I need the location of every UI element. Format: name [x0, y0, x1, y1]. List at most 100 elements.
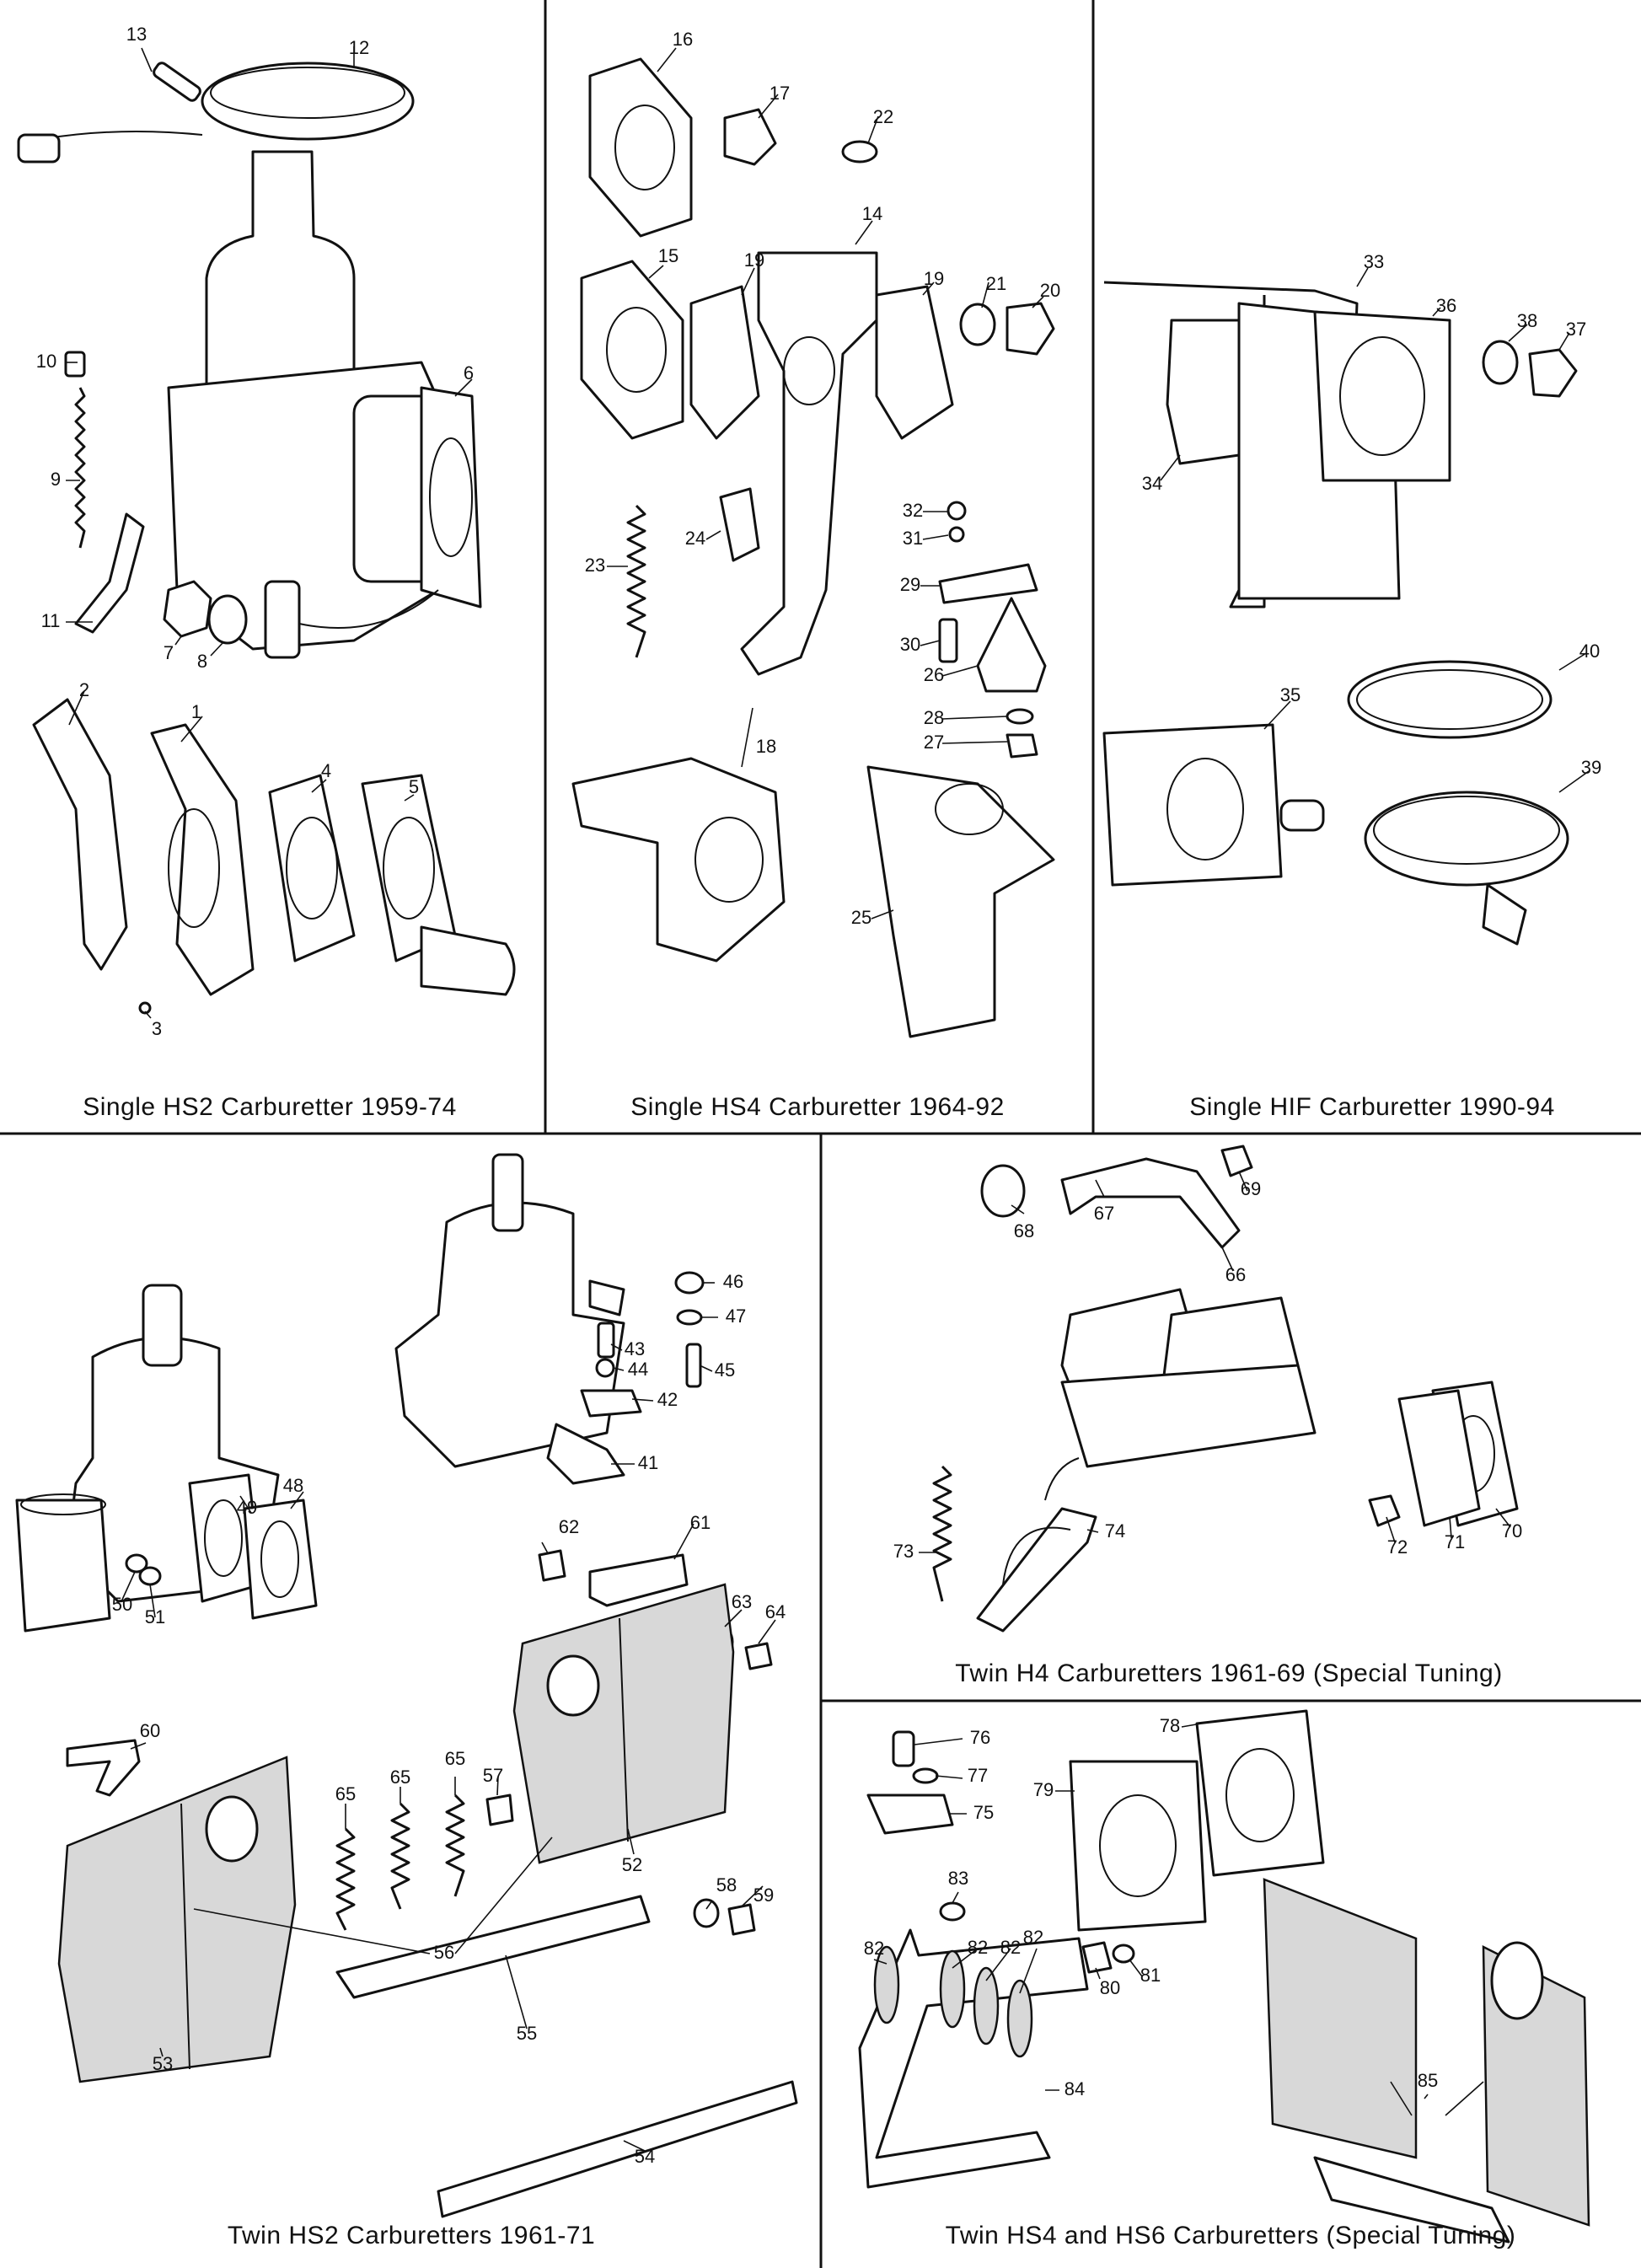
- callout-24: 24: [685, 528, 705, 549]
- caption-single-hs2: Single HS2 Carburetter 1959-74: [83, 1093, 457, 1121]
- callout-1: 1: [191, 701, 201, 722]
- callout-60: 60: [140, 1720, 160, 1741]
- callout-15: 15: [658, 245, 678, 266]
- callout-12: 12: [349, 37, 369, 58]
- callout-22: 22: [873, 106, 893, 127]
- callout-39: 39: [1581, 757, 1601, 778]
- callout-28: 28: [924, 707, 944, 728]
- callout-37: 37: [1566, 319, 1586, 340]
- caption-twin-h4: Twin H4 Carburetters 1961-69 (Special Tu…: [955, 1659, 1502, 1687]
- callout-19: 19: [744, 249, 764, 271]
- callout-78: 78: [1160, 1715, 1180, 1736]
- panel-twin-hs4-hs6: [858, 1709, 1590, 2244]
- callout-58: 58: [716, 1874, 737, 1895]
- callout-4: 4: [321, 760, 331, 781]
- panel-single-hs4: [571, 57, 1055, 1038]
- callout-18: 18: [756, 736, 776, 757]
- callout-54: 54: [635, 2146, 655, 2167]
- callout-73: 73: [893, 1541, 914, 1562]
- callout-14: 14: [862, 203, 882, 224]
- callout-17: 17: [770, 83, 790, 104]
- callout-43: 43: [625, 1338, 645, 1359]
- callout-81: 81: [1140, 1965, 1161, 1986]
- caption-single-hs4: Single HS4 Carburetter 1964-92: [630, 1093, 1005, 1121]
- callout-71: 71: [1445, 1531, 1465, 1552]
- callout-23: 23: [585, 555, 605, 576]
- callout-75: 75: [973, 1802, 994, 1823]
- callout-27: 27: [924, 732, 944, 753]
- callout-74: 74: [1105, 1520, 1125, 1541]
- callout-69: 69: [1241, 1178, 1261, 1199]
- panel-single-hif: [1102, 281, 1578, 946]
- callout-65c: 65: [445, 1748, 465, 1769]
- callout-67: 67: [1094, 1203, 1114, 1224]
- callout-84: 84: [1065, 2078, 1085, 2099]
- callout-7: 7: [164, 642, 174, 663]
- panel-twin-h4: [932, 1145, 1519, 1633]
- callout-21: 21: [986, 273, 1006, 294]
- callout-3: 3: [152, 1018, 162, 1039]
- callout-47: 47: [726, 1306, 746, 1327]
- callout-13: 13: [126, 24, 147, 45]
- callout-82c: 82: [1000, 1937, 1021, 1958]
- panel-twin-hs2: [15, 1153, 798, 2218]
- callout-19b: 19: [924, 268, 944, 289]
- callout-64: 64: [765, 1601, 786, 1622]
- callout-36: 36: [1436, 295, 1456, 316]
- callout-9: 9: [51, 469, 61, 490]
- caption-twin-hs4-hs6: Twin HS4 and HS6 Carburetters (Special T…: [946, 2222, 1516, 2249]
- callout-63: 63: [732, 1591, 752, 1612]
- callout-30: 30: [900, 634, 920, 655]
- panel-single-hs2: [17, 62, 516, 1015]
- callout-46: 46: [723, 1271, 743, 1292]
- callout-51: 51: [145, 1606, 165, 1627]
- callout-80: 80: [1100, 1977, 1120, 1998]
- callout-35: 35: [1280, 684, 1300, 705]
- callout-82d: 82: [1023, 1927, 1043, 1948]
- callout-77: 77: [968, 1765, 988, 1786]
- callout-29: 29: [900, 574, 920, 595]
- callout-44: 44: [628, 1359, 648, 1380]
- callout-48: 48: [283, 1475, 303, 1496]
- callout-57: 57: [483, 1765, 503, 1786]
- callout-56: 56: [434, 1942, 454, 1963]
- callout-6: 6: [464, 362, 474, 383]
- callout-38: 38: [1517, 310, 1537, 331]
- callout-55: 55: [517, 2023, 537, 2044]
- callout-85: 85: [1418, 2070, 1438, 2091]
- callout-45: 45: [715, 1359, 735, 1381]
- caption-single-hif: Single HIF Carburetter 1990-94: [1189, 1093, 1555, 1121]
- callout-83: 83: [948, 1868, 968, 1889]
- callout-20: 20: [1040, 280, 1060, 301]
- callout-79: 79: [1033, 1779, 1054, 1800]
- callout-16: 16: [673, 29, 693, 50]
- callout-72: 72: [1387, 1536, 1408, 1558]
- callout-42: 42: [657, 1389, 678, 1410]
- callout-10: 10: [36, 351, 56, 372]
- callout-40: 40: [1579, 641, 1600, 662]
- callout-32: 32: [903, 500, 923, 521]
- callout-2: 2: [79, 679, 89, 700]
- callout-31: 31: [903, 528, 923, 549]
- callout-25: 25: [851, 907, 871, 928]
- callout-33: 33: [1364, 251, 1384, 272]
- callout-68: 68: [1014, 1220, 1034, 1241]
- callout-50: 50: [112, 1594, 132, 1615]
- callout-49: 49: [237, 1497, 257, 1518]
- callout-82: 82: [864, 1938, 884, 1959]
- callout-26: 26: [924, 664, 944, 685]
- callout-11: 11: [41, 610, 61, 631]
- callout-34: 34: [1142, 473, 1162, 494]
- callout-70: 70: [1502, 1520, 1522, 1541]
- callout-numbers: 1 2 3 4 5 6 7 8 9 10 11 12 13 14 15 16 1…: [36, 24, 1601, 2167]
- panel-captions: Single HS2 Carburetter 1959-74 Single HS…: [83, 1093, 1555, 2249]
- callout-53: 53: [153, 2053, 173, 2074]
- callout-65: 65: [335, 1783, 356, 1804]
- callout-5: 5: [409, 776, 419, 797]
- callout-62: 62: [559, 1516, 579, 1537]
- callout-52: 52: [622, 1854, 642, 1875]
- caption-twin-hs2: Twin HS2 Carburetters 1961-71: [228, 2222, 595, 2249]
- callout-59: 59: [753, 1885, 774, 1906]
